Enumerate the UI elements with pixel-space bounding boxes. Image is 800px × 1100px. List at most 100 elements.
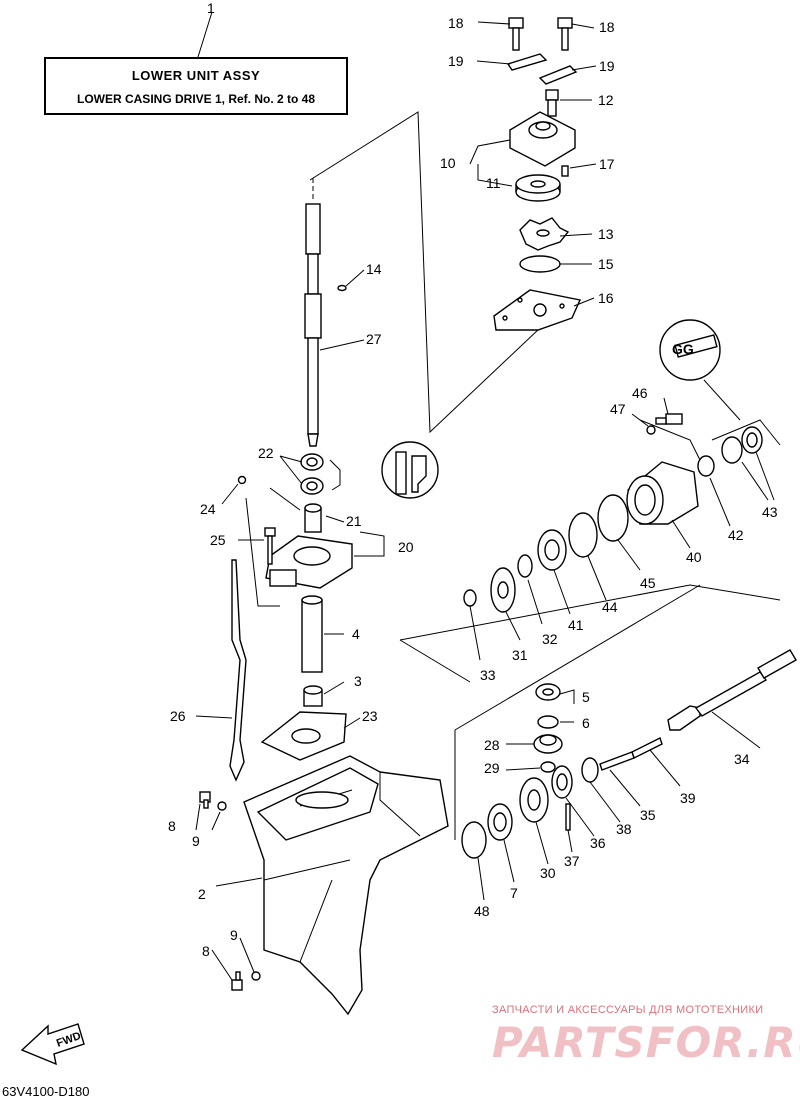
callout-40: 40 xyxy=(686,549,702,565)
callout-37: 37 xyxy=(564,853,580,869)
callout-17: 17 xyxy=(599,156,615,172)
gear-assembly-frame-inner xyxy=(454,584,701,840)
callout-24: 24 xyxy=(200,501,216,517)
callout-26: 26 xyxy=(170,708,186,724)
nut-29 xyxy=(540,761,556,773)
drive-shaft-27 xyxy=(304,203,322,447)
washer-47 xyxy=(646,425,656,435)
callout-numbers: 1 18 18 19 19 12 10 11 17 13 15 16 14 27… xyxy=(168,0,778,959)
callout-3: 3 xyxy=(354,673,362,689)
callout-45: 45 xyxy=(640,575,656,591)
bearing-7 xyxy=(487,803,513,841)
callout-18: 18 xyxy=(599,19,615,35)
leader-lines xyxy=(195,21,775,981)
assembly-title: LOWER UNIT ASSY xyxy=(131,68,261,83)
callout-46: 46 xyxy=(632,385,648,401)
grease-symbol: GG xyxy=(672,341,694,357)
gear-assembly-frame-top xyxy=(399,584,781,641)
pin-17 xyxy=(561,165,569,177)
pump-housing-10 xyxy=(509,111,576,167)
callout-18: 18 xyxy=(448,15,464,31)
shim-33 xyxy=(463,589,477,607)
callout-13: 13 xyxy=(598,226,614,242)
oil-seal-43 xyxy=(721,426,763,464)
lower-casing-2 xyxy=(243,755,449,1016)
o-ring-45 xyxy=(597,494,629,542)
callout-4: 4 xyxy=(352,626,360,642)
callout-14: 14 xyxy=(366,261,382,277)
pinion-28 xyxy=(533,734,563,754)
callout-9: 9 xyxy=(192,833,200,849)
bushing-42 xyxy=(697,455,715,477)
clutch-36 xyxy=(551,765,573,799)
bolt-8-lower xyxy=(231,971,243,991)
bracket-43 xyxy=(711,419,781,446)
spring-39 xyxy=(631,737,663,759)
callout-15: 15 xyxy=(598,256,614,272)
callout-11: 11 xyxy=(486,175,501,191)
bearing-41 xyxy=(537,529,567,571)
bolt-18-left xyxy=(508,17,524,51)
callout-23: 23 xyxy=(362,708,378,724)
o-ring-44 xyxy=(568,512,598,558)
bolt-8-upper xyxy=(199,791,211,809)
callout-25: 25 xyxy=(210,532,226,548)
bolt-46 xyxy=(655,413,683,425)
propeller-shaft-34 xyxy=(667,649,797,731)
callout-47: 47 xyxy=(610,401,626,417)
forward-gear-30 xyxy=(519,777,549,823)
callout-5: 5 xyxy=(582,689,590,705)
callout-30: 30 xyxy=(540,865,556,881)
assembly-title-box: LOWER UNIT ASSY LOWER CASING DRIVE 1, Re… xyxy=(44,57,348,115)
bearing-5 xyxy=(535,683,561,701)
callout-33: 33 xyxy=(480,667,496,683)
plate-19-left xyxy=(506,53,548,71)
callout-6: 6 xyxy=(582,715,590,731)
callout-29: 29 xyxy=(484,760,500,776)
callout-38: 38 xyxy=(616,821,632,837)
callout-28: 28 xyxy=(484,737,500,753)
bolt-12 xyxy=(545,89,559,117)
callout-27: 27 xyxy=(366,331,382,347)
oil-seal-housing-20 xyxy=(265,535,353,589)
callout-19: 19 xyxy=(599,58,615,74)
diagram-code: 63V4100-D180 xyxy=(2,1084,90,1099)
bracket-47 xyxy=(639,419,701,461)
gasket-23 xyxy=(260,711,347,761)
callout-34: 34 xyxy=(734,751,750,767)
callout-8: 8 xyxy=(202,943,210,959)
callout-21: 21 xyxy=(346,513,362,529)
bolt-25 xyxy=(264,527,276,565)
pump-assembly-guide-line xyxy=(309,111,541,434)
washer-9-upper xyxy=(217,801,227,811)
pin-37 xyxy=(565,803,571,831)
callout-12: 12 xyxy=(598,92,614,108)
callout-9: 9 xyxy=(230,927,238,943)
pinion-gear-31 xyxy=(490,567,516,613)
shift-rod-26 xyxy=(229,559,247,782)
pin-24 xyxy=(237,475,247,485)
callout-8: 8 xyxy=(168,818,176,834)
callout-1: 1 xyxy=(207,0,215,16)
washer-9-lower xyxy=(251,971,261,981)
callout-31: 31 xyxy=(512,647,528,663)
gear-assembly-frame-left xyxy=(399,639,471,683)
bearing-detail-circle xyxy=(381,441,439,499)
bracket-22 xyxy=(329,459,341,491)
pin-35 xyxy=(599,751,635,771)
assembly-subtitle: LOWER CASING DRIVE 1, Ref. No. 2 to 48 xyxy=(76,92,316,106)
fwd-arrow-icon: FWD xyxy=(20,1023,85,1066)
bracket-24 xyxy=(245,487,301,607)
callout-41: 41 xyxy=(568,617,584,633)
plate-19-right xyxy=(538,65,578,85)
leader-1 xyxy=(197,11,213,58)
callout-10: 10 xyxy=(440,155,456,171)
sleeve-4 xyxy=(301,595,323,673)
callout-32: 32 xyxy=(542,631,558,647)
callout-35: 35 xyxy=(640,807,656,823)
grease-detail-circle xyxy=(659,319,721,381)
shim-32 xyxy=(517,554,533,578)
callout-48: 48 xyxy=(474,903,490,919)
callout-16: 16 xyxy=(598,290,614,306)
o-ring-15 xyxy=(519,255,561,273)
